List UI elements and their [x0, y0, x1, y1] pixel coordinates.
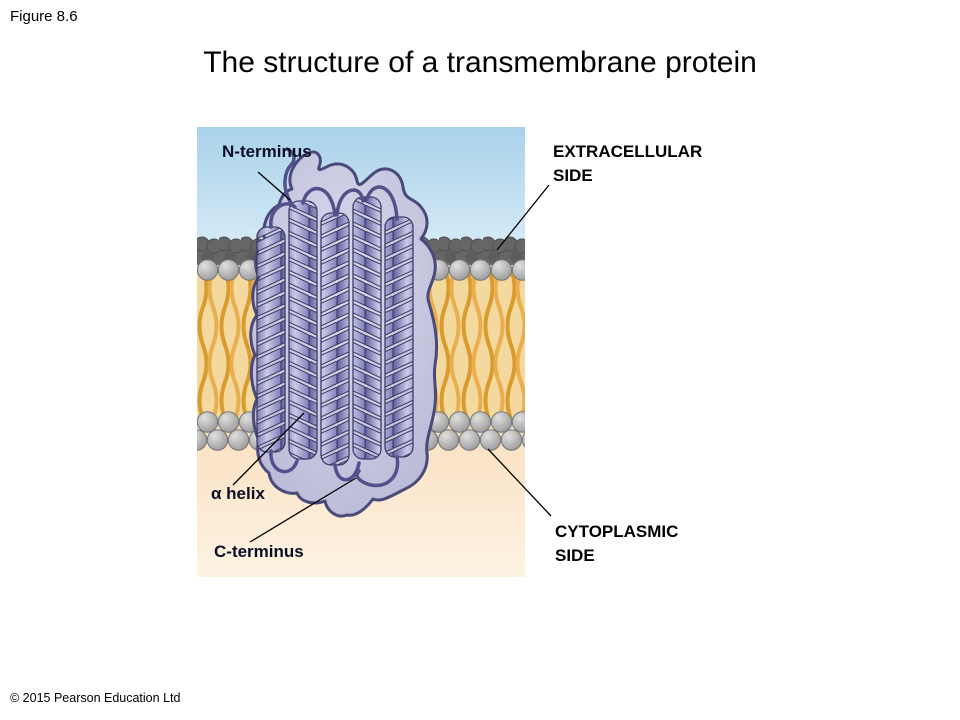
extracellular-side-label: EXTRACELLULAR SIDE: [553, 140, 702, 188]
loop-top-1: [269, 202, 297, 229]
c-terminus-strand: [355, 455, 400, 488]
cytoplasmic-side-label: CYTOPLASMIC SIDE: [555, 520, 678, 568]
extracellular-side-line2: SIDE: [553, 166, 593, 185]
alpha-helices: [256, 196, 414, 466]
copyright-text: © 2015 Pearson Education Ltd: [10, 691, 181, 705]
c-terminus-label: C-terminus: [214, 542, 304, 561]
alpha-helix-3: [320, 212, 350, 466]
cytoplasmic-side-line2: SIDE: [555, 546, 595, 565]
page-title: The structure of a transmembrane protein: [203, 46, 757, 79]
figure-number: Figure 8.6: [10, 8, 78, 25]
cytoplasmic-side-line1: CYTOPLASMIC: [555, 522, 679, 541]
loop-top-4: [365, 185, 399, 221]
extracellular-side-line1: EXTRACELLULAR: [553, 142, 703, 161]
alpha-helix-2: [288, 200, 318, 460]
loop-top-3: [335, 188, 365, 217]
alpha-helix-4: [352, 196, 382, 460]
alpha-helix-1: [256, 226, 286, 453]
loop-top-2: [301, 186, 337, 217]
alpha-helix-5: [384, 216, 414, 458]
alpha-helix-label: α helix: [211, 484, 265, 503]
n-terminus-label: N-terminus: [222, 142, 312, 161]
figure-panel: [197, 127, 525, 577]
